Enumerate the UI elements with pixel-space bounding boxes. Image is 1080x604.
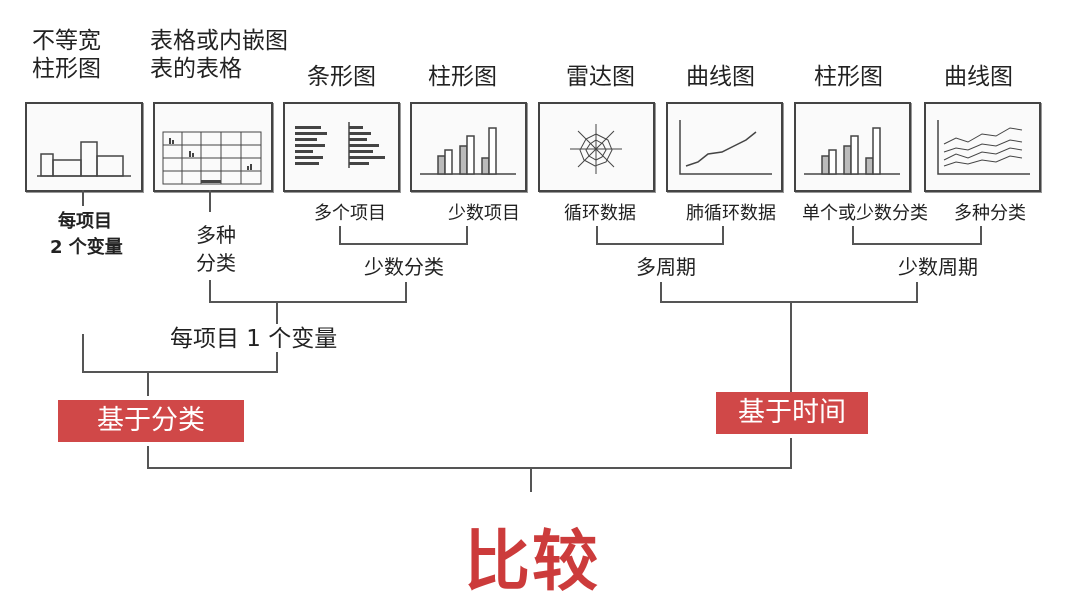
- connector-bracket: [82, 371, 278, 373]
- connector-stub: [147, 446, 149, 468]
- label-single-or-few-cat: 单个或少数分类: [802, 203, 928, 224]
- title-unequal-width-line2: 柱形图: [32, 56, 101, 82]
- connector-bracket: [147, 467, 792, 469]
- title-curve-1: 曲线图: [686, 64, 755, 90]
- label-multi-period: 多周期: [636, 255, 696, 279]
- connector-stub: [209, 280, 211, 302]
- connector-stub: [339, 226, 341, 244]
- title-column-1: 柱形图: [428, 64, 497, 90]
- title-radar: 雷达图: [566, 64, 635, 90]
- unequal-width-column-icon: [37, 141, 131, 177]
- label-few-periods: 少数周期: [898, 255, 978, 279]
- thumb-bar-horizontal: [283, 102, 400, 192]
- label-multi-cat: 多种分类: [954, 203, 1026, 224]
- thumb-curve-2: [924, 102, 1041, 192]
- horizontal-bar-icon: [295, 122, 385, 168]
- connector-stub: [147, 372, 149, 396]
- connector-stub: [209, 190, 211, 212]
- title-table-embedded-line2: 表的表格: [150, 56, 242, 82]
- column-chart-icon: [804, 127, 900, 175]
- connector-stub: [82, 334, 84, 372]
- connector-stub: [82, 190, 84, 206]
- title-table-embedded-line1: 表格或内嵌图: [150, 28, 288, 54]
- connector-stub: [980, 226, 982, 244]
- label-few-categories: 少数分类: [364, 255, 444, 279]
- connector-stub: [660, 282, 662, 302]
- label-cyclic-data: 循环数据: [564, 203, 636, 224]
- radar-chart-icon: [570, 124, 622, 174]
- table-grid-icon: [162, 131, 262, 185]
- tag-category-based: 基于分类: [58, 400, 244, 442]
- connector-stub: [722, 226, 724, 244]
- connector-bracket: [852, 243, 982, 245]
- connector-bracket: [660, 301, 918, 303]
- thumb-table-embedded: [153, 102, 273, 192]
- connector-stub: [790, 302, 792, 392]
- title-bar-horizontal: 条形图: [307, 64, 376, 90]
- connector-stub: [790, 438, 792, 468]
- thumb-radar: [538, 102, 655, 192]
- label-multi-category-line1: 多种: [196, 223, 236, 247]
- label-per-item-2-var-line1: 每项目: [58, 211, 112, 232]
- connector-bracket: [339, 243, 468, 245]
- label-non-cyclic-data: 肺循环数据: [686, 203, 776, 224]
- label-per-item-2-var-line2: 2 个变量: [50, 237, 123, 258]
- thumb-unequal-width-column: [25, 102, 143, 192]
- connector-stub: [466, 226, 468, 244]
- line-chart-icon: [679, 120, 772, 175]
- label-few-items: 少数项目: [448, 203, 520, 224]
- connector-stub: [405, 282, 407, 302]
- multi-line-chart-icon: [937, 120, 1030, 175]
- title-column-2: 柱形图: [814, 64, 883, 90]
- connector-stub: [916, 282, 918, 302]
- thumb-column-2: [794, 102, 911, 192]
- tag-time-based: 基于时间: [716, 392, 868, 434]
- connector-stub: [276, 302, 278, 324]
- connector-stub: [530, 468, 532, 492]
- connector-stub: [852, 226, 854, 244]
- thumb-curve-1: [666, 102, 783, 192]
- connector-bracket: [596, 243, 724, 245]
- label-per-item-1-var: 每项目 1 个变量: [170, 326, 338, 352]
- main-title: 比较: [464, 523, 600, 600]
- connector-bracket: [209, 301, 407, 303]
- connector-stub: [276, 352, 278, 372]
- label-multi-category-line2: 分类: [196, 251, 236, 275]
- label-many-items: 多个项目: [314, 203, 386, 224]
- connector-stub: [596, 226, 598, 244]
- thumb-column-1: [410, 102, 527, 192]
- title-unequal-width-line1: 不等宽: [32, 28, 101, 54]
- column-chart-icon: [420, 127, 516, 175]
- title-curve-2: 曲线图: [944, 64, 1013, 90]
